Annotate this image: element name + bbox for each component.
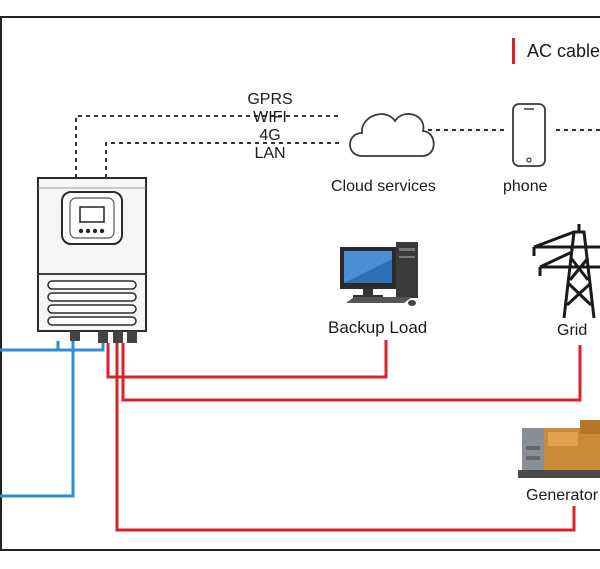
diagram-frame (0, 16, 600, 551)
comm-label-lan: LAN (254, 145, 286, 162)
comm-lines (75, 115, 600, 178)
ac-cables (106, 340, 582, 532)
comm-label-4g: 4G (259, 127, 281, 144)
generator-icon (518, 420, 600, 478)
ac-cable-legend-label: AC cable (527, 41, 600, 61)
computer-icon (340, 242, 418, 306)
dc-cables (0, 341, 105, 498)
comm-label-gprs: GPRS (247, 91, 293, 108)
backup-load-label: Backup Load (328, 318, 428, 337)
cloud-services-label: Cloud services (331, 178, 436, 195)
generator-label: Generator (526, 487, 599, 504)
inverter-icon (37, 177, 147, 343)
comm-labels: GPRS WIFI 4G LAN (233, 91, 307, 163)
grid-tower-icon (532, 224, 600, 319)
comm-label-wifi: WIFI (253, 109, 287, 126)
phone-label: phone (503, 178, 548, 195)
cloud-icon (349, 113, 435, 157)
phone-icon (512, 103, 546, 167)
ac-cable-legend-swatch (512, 38, 515, 64)
grid-label: Grid (557, 322, 588, 339)
